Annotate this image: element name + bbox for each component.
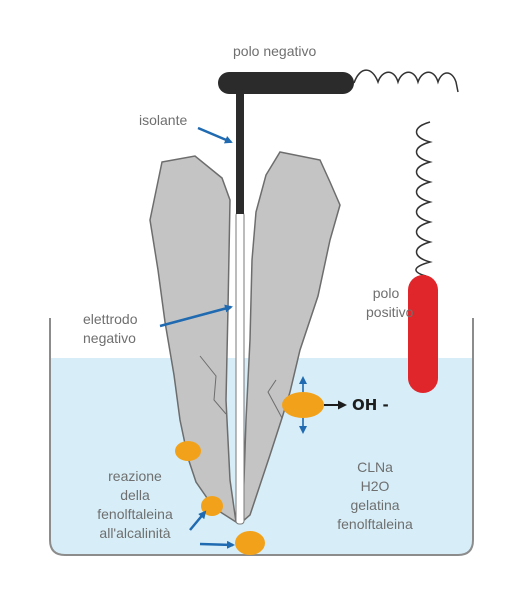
connecting-wire: [353, 69, 459, 277]
reaction-spot: [175, 441, 201, 461]
solution-composition-line: H2O: [360, 478, 390, 494]
solution-composition-line: fenolftaleina: [337, 516, 413, 532]
insulator-rod: [236, 92, 244, 214]
reaction-label-line: reazione: [108, 468, 162, 484]
reaction-spot: [282, 392, 324, 418]
negative-electrode-label: elettrodo negativo: [83, 310, 137, 348]
positive-pole-label-line: positivo: [366, 304, 414, 320]
electrode-arrow: [159, 304, 233, 328]
negative-electrode-label-line: negativo: [83, 330, 136, 346]
reaction-label-line: della: [120, 487, 150, 503]
positive-pole-label: polo positivo: [366, 284, 414, 322]
insulator-arrow: [197, 126, 233, 144]
tooth-right-half: [241, 151, 341, 524]
reaction-label-line: all'alcalinità: [99, 525, 171, 541]
hydroxide-ion-label: OH -: [352, 396, 389, 414]
negative-pole-handle: [218, 72, 354, 94]
reaction-label: reazione della fenolftaleina all'alcalin…: [76, 467, 194, 543]
positive-pole: [408, 275, 438, 393]
tooth-fracture-line: [267, 379, 283, 419]
negative-pole-label: polo negativo: [233, 43, 317, 59]
insulator-label: isolante: [139, 112, 188, 128]
positive-pole-label-line: polo: [372, 285, 400, 301]
reaction-spot: [235, 531, 265, 555]
solution-composition-line: CLNa: [357, 459, 393, 475]
tooth-fracture-line: [199, 355, 227, 415]
reaction-spot: [201, 496, 223, 516]
solution-composition-label: CLNa H2O gelatina fenolftaleina: [324, 458, 426, 534]
reaction-label-line: fenolftaleina: [97, 506, 173, 522]
reaction-arrow: [199, 540, 235, 549]
negative-electrode: [235, 211, 245, 525]
solution-composition-line: gelatina: [350, 497, 400, 513]
container: [49, 318, 474, 556]
negative-electrode-label-line: elettrodo: [83, 311, 138, 327]
reaction-arrow: [189, 510, 207, 531]
